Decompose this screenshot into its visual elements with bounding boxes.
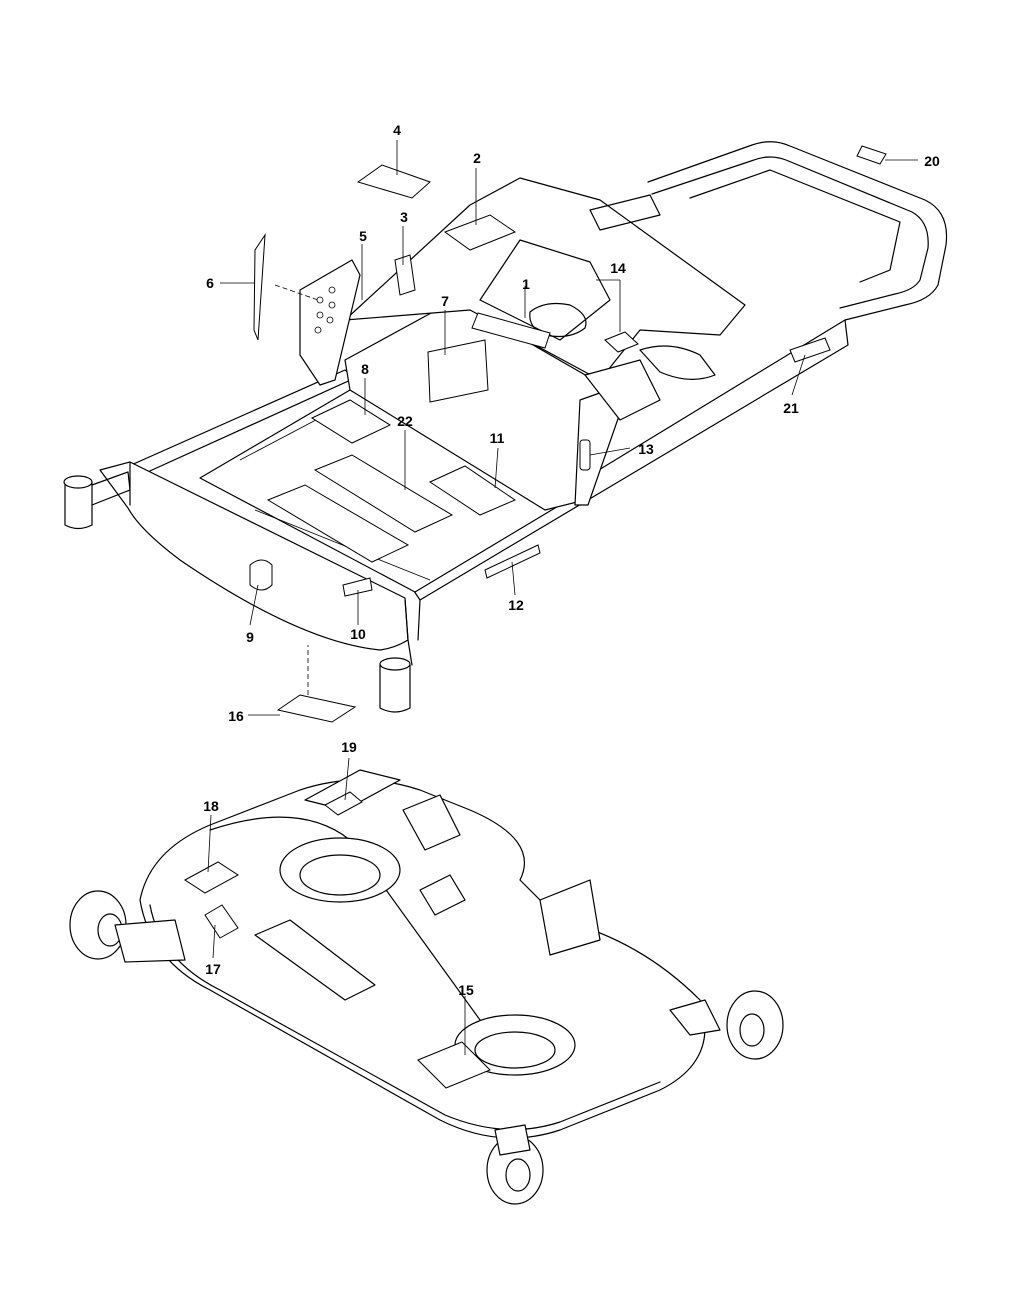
decal-21 xyxy=(789,337,831,363)
decal-14 xyxy=(604,331,639,353)
callout-6: 6 xyxy=(206,275,214,291)
callout-9: 9 xyxy=(246,629,254,645)
callout-18: 18 xyxy=(203,798,219,814)
decal-19 xyxy=(324,791,363,816)
decal-4 xyxy=(356,164,431,199)
decal-12 xyxy=(484,544,541,579)
callout-7: 7 xyxy=(441,293,449,309)
callout-22: 22 xyxy=(397,413,413,429)
callout-14: 14 xyxy=(610,260,626,276)
callout-4: 4 xyxy=(393,122,401,138)
decal-18 xyxy=(184,861,239,894)
callout-3: 3 xyxy=(400,209,408,225)
decal-20 xyxy=(856,145,887,165)
decal-6 xyxy=(253,233,266,341)
callout-12: 12 xyxy=(508,597,524,613)
callout-17: 17 xyxy=(205,961,221,977)
decal-22a xyxy=(313,454,454,533)
decal-3 xyxy=(394,254,416,296)
callout-5: 5 xyxy=(359,228,367,244)
callout-1: 1 xyxy=(522,276,530,292)
callout-16: 16 xyxy=(228,708,244,724)
callout-21: 21 xyxy=(783,400,799,416)
decal-22b xyxy=(266,484,410,563)
frame-decals xyxy=(249,145,887,723)
callout-19: 19 xyxy=(341,739,357,755)
decal-16 xyxy=(276,694,357,723)
leader-lines xyxy=(207,140,918,1055)
decal-9 xyxy=(249,559,273,591)
deck-decals xyxy=(184,791,491,1089)
callout-2: 2 xyxy=(473,150,481,166)
callout-11: 11 xyxy=(490,430,505,446)
callout-20: 20 xyxy=(924,153,940,169)
decal-7 xyxy=(427,339,489,403)
frame-assembly xyxy=(63,141,948,713)
callout-10: 10 xyxy=(350,626,366,642)
decal-10 xyxy=(342,577,373,597)
decal-13 xyxy=(579,439,591,471)
callout-15: 15 xyxy=(458,982,474,998)
decal-15 xyxy=(417,1041,491,1089)
mower-deck xyxy=(69,769,784,1205)
callout-labels: 1 2 3 4 5 6 7 8 9 10 11 12 13 14 15 16 1… xyxy=(203,122,940,998)
decal-2 xyxy=(443,214,517,251)
callout-13: 13 xyxy=(638,441,654,457)
decal-1 xyxy=(471,312,551,349)
decal-8 xyxy=(310,399,392,444)
callout-8: 8 xyxy=(361,361,369,377)
connector-lines xyxy=(274,284,319,695)
decal-11 xyxy=(428,465,517,516)
